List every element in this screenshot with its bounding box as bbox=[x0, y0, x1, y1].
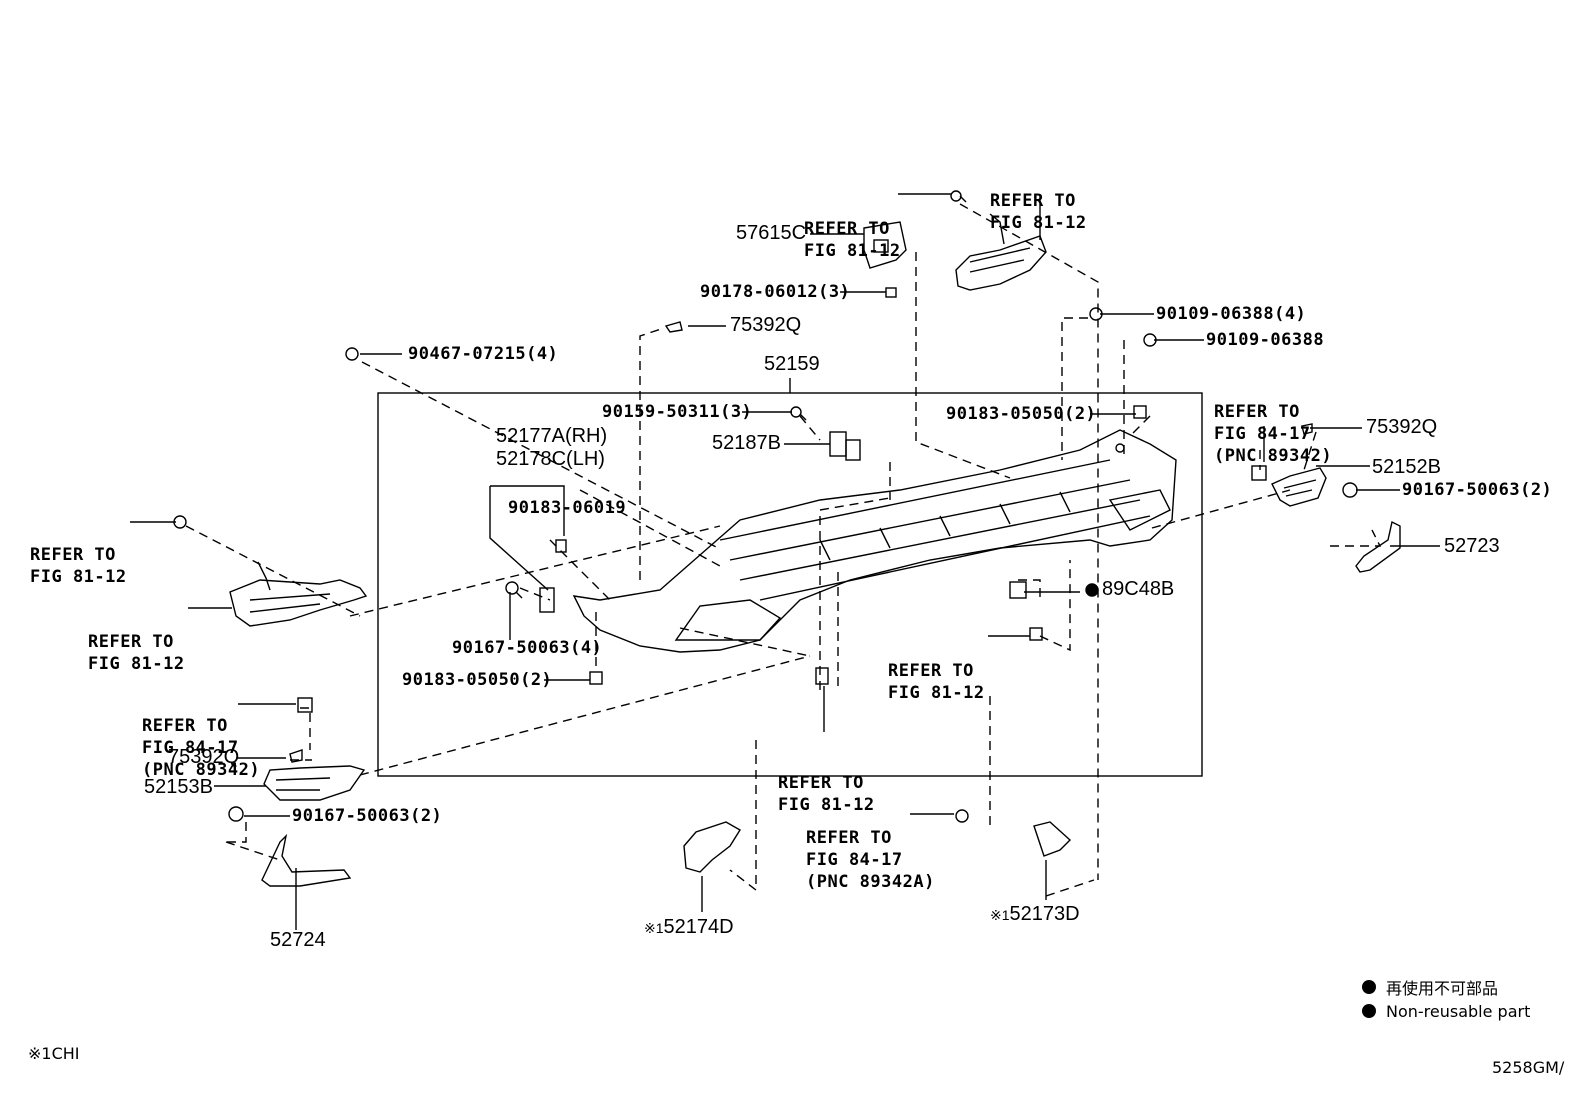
bracket-52174D bbox=[683, 821, 741, 873]
part-90178-06012: 90178-06012(3) bbox=[700, 282, 851, 302]
part-52723: 52723 bbox=[1444, 535, 1500, 557]
part-90183-05050-left: 90183-05050(2) bbox=[402, 670, 553, 690]
part-52153B: 52153B bbox=[144, 776, 213, 798]
top-right-lamp bbox=[955, 213, 1047, 291]
part-90167-50063-left: 90167-50063(2) bbox=[292, 806, 443, 826]
part-52724: 52724 bbox=[270, 929, 326, 951]
bullet-icon bbox=[1362, 980, 1376, 994]
garnish-52724 bbox=[261, 833, 352, 887]
part-90467-07215: 90467-07215(4) bbox=[408, 344, 559, 364]
reflector-52153B bbox=[263, 765, 366, 801]
part-52173D: ※152173D bbox=[990, 903, 1080, 925]
part-90167-50063-right: 90167-50063(2) bbox=[1402, 480, 1553, 500]
part-90109-06388-4: 90109-06388(4) bbox=[1156, 304, 1307, 324]
part-52178C: 52178C(LH) bbox=[496, 448, 605, 470]
bracket-52173D bbox=[1033, 821, 1072, 857]
part-57615C: 57615C bbox=[736, 222, 807, 244]
part-52152B: 52152B bbox=[1372, 456, 1441, 478]
non-reusable-marker-89C48B bbox=[1085, 583, 1099, 597]
rear-bumper-cover bbox=[572, 429, 1177, 653]
illustration-code: 5258GM/ bbox=[1492, 1058, 1565, 1077]
legend-label-jp: 再使用不可部品 bbox=[1386, 979, 1499, 998]
part-90159-50311: 90159-50311(3) bbox=[602, 402, 753, 422]
garnish-52723 bbox=[1355, 520, 1401, 573]
part-90183-06019: 90183-06019 bbox=[508, 498, 627, 518]
legend-label-en: Non-reusable part bbox=[1386, 1001, 1531, 1021]
bullet-icon bbox=[1362, 1004, 1376, 1018]
footnote: ※1CHI bbox=[28, 1044, 80, 1063]
part-52174D: ※152174D bbox=[644, 916, 734, 938]
part-75392Q-top: 75392Q bbox=[730, 314, 802, 336]
part-52187B: 52187B bbox=[712, 432, 781, 454]
part-90183-05050-right: 90183-05050(2) bbox=[946, 404, 1097, 424]
part-52159: 52159 bbox=[764, 353, 820, 375]
part-75392Q-left: 75392Q bbox=[168, 746, 240, 768]
part-90109-06388: 90109-06388 bbox=[1206, 330, 1325, 350]
legend-row-en: Non-reusable part bbox=[1362, 999, 1530, 1023]
bracket-57615C bbox=[863, 221, 907, 269]
part-90167-50063-4: 90167-50063(4) bbox=[452, 638, 603, 658]
part-52177A: 52177A(RH) bbox=[496, 425, 608, 447]
reflector-52152B bbox=[1271, 467, 1327, 507]
part-89C48B: 89C48B bbox=[1102, 578, 1175, 600]
part-75392Q-right: 75392Q bbox=[1366, 416, 1438, 438]
legend: 再使用不可部品 Non-reusable part bbox=[1362, 975, 1530, 1023]
legend-row-jp: 再使用不可部品 bbox=[1362, 975, 1530, 999]
fasteners bbox=[173, 190, 1358, 823]
left-lamp bbox=[229, 561, 368, 627]
